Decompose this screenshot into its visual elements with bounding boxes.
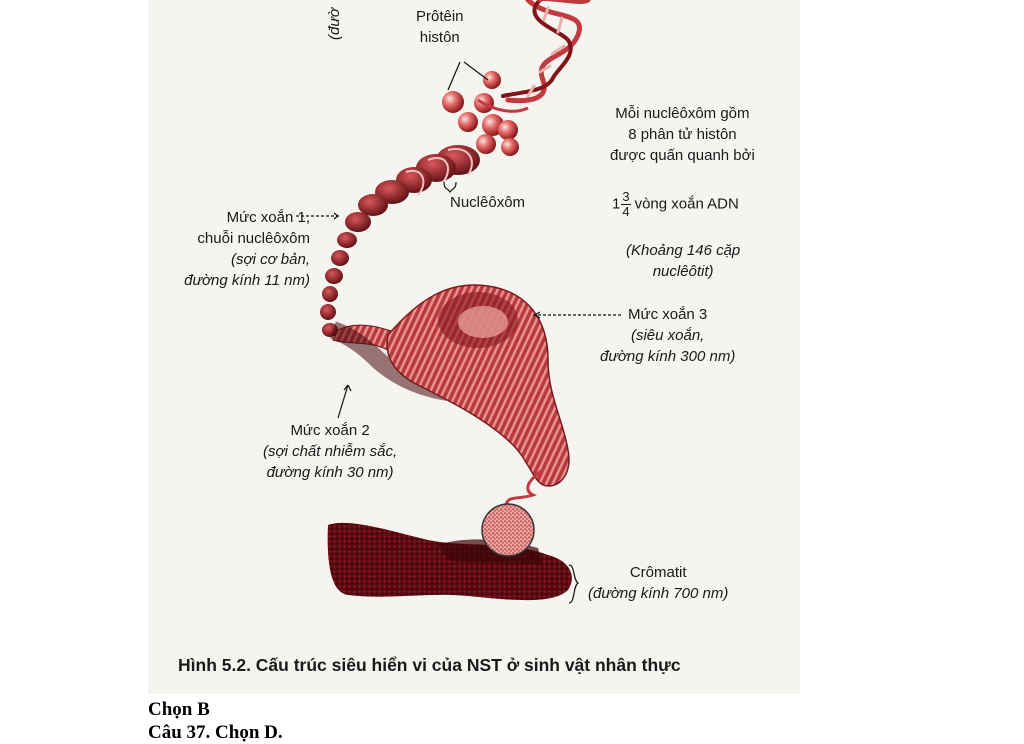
label-chromatid: Crômatit (đường kính 700 nm) [588,564,729,602]
dna-helix [501,0,591,104]
answer-line-2: Câu 37. Chọn D. [148,722,283,743]
supercoil [386,284,570,506]
pointers [296,61,623,604]
label-nucleosome-description: Mỗi nuclêôxôm gồm 8 phân tử histôn được … [610,105,755,164]
label-level-2: Mức xoắn 2 (sợi chất nhiễm sắc, đường kí… [263,422,398,481]
label-nucleotide-pairs: (Khoảng 146 cặp nuclêôtit) [626,242,741,280]
cut-off-label: (đườ [326,8,343,40]
histone-proteins [442,71,529,156]
nucleosome-coil [345,145,480,232]
label-nucleosome: Nuclêôxôm [450,194,526,211]
label-protein-histon: Prôtêin histôn [416,8,464,46]
answer-line-1: Chọn B [148,699,210,720]
chromosome-figure: (đườ Prôtêin histôn Nuclêôxôm Mỗi nuclêô… [148,0,800,694]
beads-on-string [320,232,357,337]
magnifier [481,503,535,557]
figure-caption: Hình 5.2. Cấu trúc siêu hiển vi của NST … [178,655,681,675]
chromatid-body [327,522,572,601]
chromosome-illustration [296,0,623,604]
label-level-3: Mức xoắn 3 (siêu xoắn, đường kính 300 nm… [600,306,736,365]
label-level-1: Mức xoắn 1, chuỗi nuclêôxôm (sợi cơ bản,… [184,209,310,289]
